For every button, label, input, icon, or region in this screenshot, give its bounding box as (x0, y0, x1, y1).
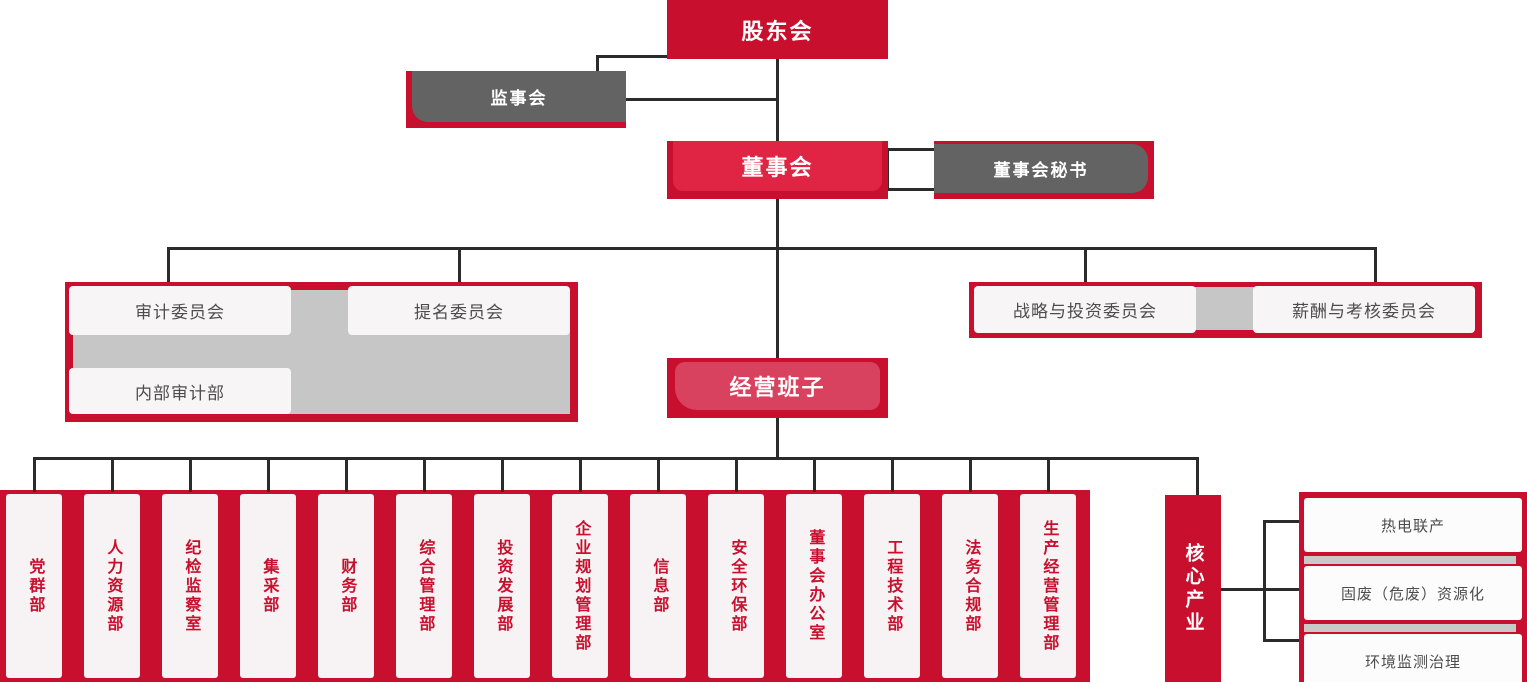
department-label: 企业规划管理部 (572, 519, 590, 653)
department-box[interactable]: 纪检监察室 (162, 494, 218, 678)
department-box[interactable]: 生产经营管理部 (1020, 494, 1076, 678)
committee-nomination-label: 提名委员会 (414, 303, 504, 322)
connector-bus-to-core (1196, 457, 1199, 495)
department-connector (579, 457, 582, 492)
node-board-secretary-inner: 董事会秘书 (934, 144, 1148, 193)
department-label: 财务部 (338, 557, 356, 615)
node-management-team-inner: 经营班子 (675, 362, 880, 410)
committee-strategy-investment[interactable]: 战略与投资委员会 (974, 286, 1196, 333)
connector-committee-drop-4 (1374, 247, 1377, 285)
node-board-secretary-label: 董事会秘书 (993, 161, 1089, 180)
department-box[interactable]: 工程技术部 (864, 494, 920, 678)
department-box[interactable]: 法务合规部 (942, 494, 998, 678)
department-label: 党群部 (26, 557, 44, 615)
node-core-industry-label: 核心产业 (1182, 542, 1204, 635)
department-connector (813, 457, 816, 492)
department-box[interactable]: 企业规划管理部 (552, 494, 608, 678)
department-label: 信息部 (650, 557, 668, 615)
department-internal-audit-label: 内部审计部 (135, 383, 225, 403)
core-business-label: 热电联产 (1380, 517, 1445, 535)
node-management-team-label: 经营班子 (729, 375, 826, 400)
core-business-separator (1304, 556, 1516, 564)
node-shareholders[interactable]: 股东会 (667, 0, 888, 59)
core-business-label: 固废（危废）资源化 (1340, 585, 1485, 603)
department-box[interactable]: 综合管理部 (396, 494, 452, 678)
department-label: 法务合规部 (962, 538, 980, 634)
connector-shareholders-to-board (776, 58, 779, 148)
department-connector (33, 457, 36, 492)
department-label: 纪检监察室 (182, 538, 200, 634)
connector-department-bus (33, 457, 1198, 460)
node-shareholders-label: 股东会 (741, 18, 814, 44)
node-core-industry[interactable]: 核心产业 (1165, 495, 1221, 682)
committee-audit[interactable]: 审计委员会 (69, 286, 291, 335)
core-business-box[interactable]: 热电联产 (1304, 498, 1522, 552)
committee-compensation-appraisal-label: 薪酬与考核委员会 (1292, 302, 1436, 321)
department-connector (189, 457, 192, 492)
department-label: 安全环保部 (728, 538, 746, 634)
connector-committee-drop-1 (167, 247, 170, 285)
department-label: 人力资源部 (104, 538, 122, 634)
department-connector (735, 457, 738, 492)
department-box[interactable]: 集采部 (240, 494, 296, 678)
department-label: 生产经营管理部 (1040, 519, 1058, 653)
department-box[interactable]: 财务部 (318, 494, 374, 678)
connector-core-branch-2 (1263, 588, 1300, 591)
department-internal-audit[interactable]: 内部审计部 (69, 368, 291, 414)
core-business-separator (1304, 624, 1516, 632)
department-box[interactable]: 党群部 (6, 494, 62, 678)
connector-board-to-management (776, 198, 779, 358)
node-supervisory-board[interactable]: 监事会 (406, 71, 626, 128)
core-business-box[interactable]: 环境监测治理 (1304, 634, 1522, 682)
department-box[interactable]: 董事会办公室 (786, 494, 842, 678)
department-label: 董事会办公室 (806, 529, 824, 643)
connector-board-secretary-bottom (886, 188, 936, 191)
department-connector (657, 457, 660, 492)
connector-core-branch-3 (1263, 639, 1300, 642)
department-connector (969, 457, 972, 492)
department-box[interactable]: 人力资源部 (84, 494, 140, 678)
connector-committee-drop-3 (1084, 247, 1087, 285)
department-connector (891, 457, 894, 492)
department-connector (501, 457, 504, 492)
department-label: 工程技术部 (884, 538, 902, 634)
node-supervisory-board-inner: 监事会 (412, 71, 626, 122)
connector-core-stem (1221, 588, 1266, 591)
department-connector (267, 457, 270, 492)
committee-strategy-investment-label: 战略与投资委员会 (1013, 302, 1157, 321)
node-supervisory-board-label: 监事会 (490, 89, 548, 108)
connector-committee-drop-2 (458, 247, 461, 285)
connector-committee-bus (167, 247, 1377, 250)
department-connector (423, 457, 426, 492)
connector-management-to-depts (776, 418, 779, 460)
node-board-of-directors-label: 董事会 (741, 155, 814, 180)
connector-core-vertical (1263, 521, 1266, 641)
department-label: 综合管理部 (416, 538, 434, 634)
committee-nomination[interactable]: 提名委员会 (348, 286, 570, 335)
department-connector (111, 457, 114, 492)
core-business-label: 环境监测治理 (1364, 653, 1461, 671)
department-box[interactable]: 安全环保部 (708, 494, 764, 678)
node-board-of-directors[interactable]: 董事会 (667, 141, 888, 199)
node-management-team[interactable]: 经营班子 (667, 358, 888, 418)
connector-core-branch-1 (1263, 520, 1300, 523)
node-board-secretary[interactable]: 董事会秘书 (934, 141, 1154, 199)
connector-board-secretary-top (886, 148, 936, 151)
department-box[interactable]: 信息部 (630, 494, 686, 678)
node-board-of-directors-inner: 董事会 (673, 141, 882, 191)
department-connector (1047, 457, 1050, 492)
connector-supervisory-to-spine (624, 98, 778, 101)
department-connector (345, 457, 348, 492)
department-label: 集采部 (260, 557, 278, 615)
department-label: 投资发展部 (494, 538, 512, 634)
department-box[interactable]: 投资发展部 (474, 494, 530, 678)
committee-audit-label: 审计委员会 (135, 303, 225, 322)
core-business-box[interactable]: 固废（危废）资源化 (1304, 566, 1522, 620)
committee-compensation-appraisal[interactable]: 薪酬与考核委员会 (1253, 286, 1475, 333)
